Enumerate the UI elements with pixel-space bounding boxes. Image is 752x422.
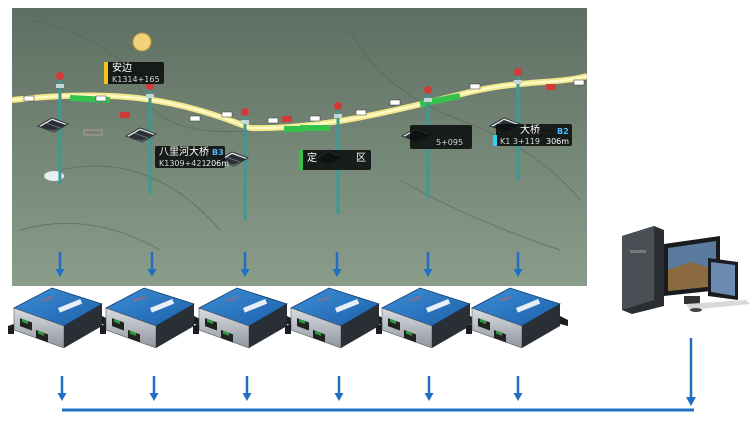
- map-label-name: 八里河大桥: [159, 147, 209, 158]
- camera-icon: [424, 86, 432, 94]
- serial-server-device-icon: [465, 287, 569, 349]
- camera-icon: [514, 68, 522, 76]
- serial-server-device-icon: [99, 287, 203, 349]
- label-status-bar: [104, 62, 108, 84]
- sun-icon: [132, 32, 152, 52]
- serial-server-device-icon: [284, 287, 388, 349]
- label-status-bar: [493, 135, 497, 146]
- map-label-code: 5+095: [436, 138, 464, 147]
- label-status-bar: [299, 150, 303, 170]
- map-label-box: [104, 62, 164, 84]
- map-label-box: [410, 125, 472, 149]
- map-markers: [23, 79, 585, 124]
- map-label-name: 大桥: [520, 125, 540, 136]
- desktop-computer-with-monitors-icon: [622, 226, 750, 314]
- map-label-code: K1309+421: [159, 159, 207, 168]
- map-label-box: [496, 124, 572, 146]
- camera-icon: [241, 108, 249, 116]
- serial-server-device-icon: [7, 287, 111, 349]
- map-label-length: 306m: [546, 137, 570, 146]
- map-label-name: 区: [356, 153, 366, 164]
- camera-icon: [56, 72, 64, 80]
- map-label-badge: B2: [557, 127, 569, 136]
- serial-server-device-icon: [375, 287, 479, 349]
- map-label-name: 安边: [112, 63, 132, 74]
- map-label-badge: B3: [212, 148, 224, 157]
- camera-icon: [146, 82, 154, 90]
- camera-icon: [334, 102, 342, 110]
- map-label-box: [155, 146, 225, 168]
- map-label-code: K1314+165: [112, 75, 160, 84]
- map-label-name: 定: [307, 153, 317, 164]
- map-label-length: 206m: [206, 159, 230, 168]
- serial-server-device-icon: [192, 287, 296, 349]
- map-label-box: [299, 150, 371, 170]
- map-label-code: K1 3+119: [500, 137, 540, 146]
- map-background: [12, 8, 587, 286]
